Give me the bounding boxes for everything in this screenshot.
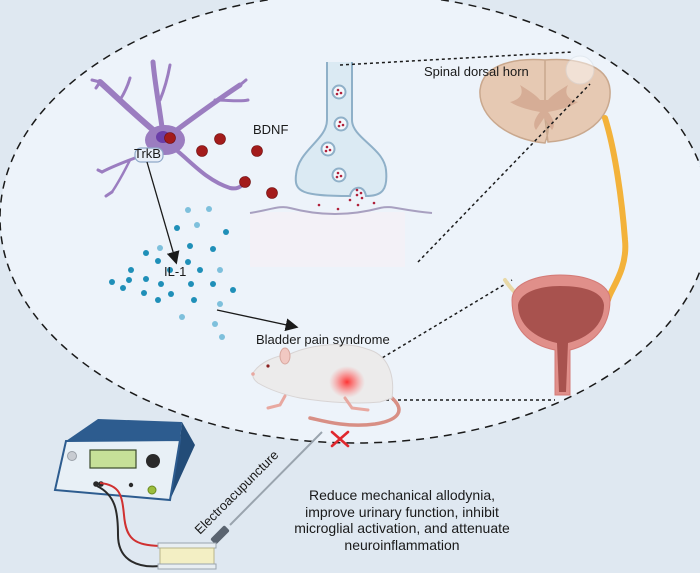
rat-nose: [251, 372, 255, 376]
vesicle: [320, 141, 336, 157]
rat-hindleg: [343, 396, 370, 412]
outcome-text: Reduce mechanical allodynia, improve uri…: [262, 487, 542, 553]
inhibition-x-icon: [330, 430, 350, 448]
red-lead-wire: [99, 482, 161, 547]
device-side: [170, 422, 195, 500]
il1-dot: [167, 267, 173, 273]
pelvic-nerve: [602, 115, 629, 303]
rat-eye: [266, 364, 270, 368]
neurotransmitters: [317, 88, 376, 211]
acupuncture-needle: [229, 431, 323, 526]
small-indicator: [128, 482, 134, 488]
device-front: [53, 438, 182, 502]
il1-dot: [109, 279, 115, 285]
vesicle: [331, 84, 347, 100]
il1-dot: [168, 291, 174, 297]
il1-dot: [194, 222, 200, 228]
il1-dot: [174, 225, 180, 231]
il1-particles: [109, 206, 236, 340]
dial-knob: [146, 454, 160, 468]
il1-dot: [219, 334, 225, 340]
bladder-lumen: [518, 286, 604, 392]
needle-handle: [210, 525, 230, 545]
il1-dot: [187, 243, 193, 249]
spinal-cord: [479, 55, 611, 144]
il1-dot: [212, 321, 218, 327]
bdnf-dot: [266, 187, 278, 199]
il1-dot: [155, 258, 161, 264]
trkb-receptor: [134, 147, 164, 163]
electroacupuncture-stimulator: [53, 419, 195, 502]
grey-matter: [510, 85, 578, 130]
vesicles: [320, 84, 349, 183]
il1-dot: [210, 281, 216, 287]
il1-dot: [126, 277, 132, 283]
il1-dot: [143, 250, 149, 256]
il1-dot: [120, 285, 126, 291]
rat-tail: [308, 396, 401, 427]
trkb-label: TrkB: [134, 146, 161, 161]
power-indicator: [67, 451, 77, 461]
device-top: [66, 419, 182, 441]
arrow-trkb-to-il1: [146, 161, 180, 265]
il1-dot: [230, 287, 236, 293]
il1-dot: [210, 246, 216, 252]
rat: [251, 343, 401, 427]
rat-ear: [279, 347, 291, 365]
vesicle: [331, 167, 347, 183]
dorsal-horn-highlight: [565, 55, 595, 85]
il1-dot: [158, 281, 164, 287]
bdnf-label: BDNF: [253, 122, 288, 137]
il1-dot: [143, 276, 149, 282]
bdnf-particles: [164, 132, 278, 199]
bdnf-dot: [164, 132, 176, 144]
microglia-cell: [90, 59, 250, 198]
spinal-dorsal-horn-label: Spinal dorsal horn: [424, 64, 529, 79]
rat-foreleg: [266, 394, 287, 410]
black-lead-wire: [96, 485, 161, 568]
il1-dot: [217, 267, 223, 273]
il1-dot: [155, 297, 161, 303]
il1-dot: [217, 301, 223, 307]
bdnf-dot: [251, 145, 263, 157]
il1-dot: [185, 259, 191, 265]
il1-dot: [185, 207, 191, 213]
bdnf-dot: [196, 145, 208, 157]
il1-dot: [223, 229, 229, 235]
il1-label: IL-1: [164, 264, 186, 279]
vesicle: [333, 116, 349, 132]
il1-dot: [206, 206, 212, 212]
postsynaptic-region: [250, 212, 405, 267]
postsynaptic-membrane: [249, 206, 433, 215]
bdnf-dot: [239, 176, 251, 188]
il1-dot: [141, 290, 147, 296]
il1-dot: [191, 297, 197, 303]
il1-dot: [197, 267, 203, 273]
outcome-line: microglial activation, and attenuate: [294, 520, 510, 536]
device-display: [89, 449, 137, 469]
il1-dot: [157, 245, 163, 251]
bladder: [511, 274, 611, 396]
il1-dot: [179, 314, 185, 320]
il1-dot: [188, 281, 194, 287]
outcome-line: neuroinflammation: [344, 536, 460, 553]
status-led: [147, 485, 157, 495]
synapse: [249, 62, 433, 267]
outcome-line: Reduce mechanical allodynia,: [309, 487, 495, 503]
arrow-il1-to-bps: [216, 309, 299, 332]
outcome-line: improve urinary function, inhibit: [305, 503, 499, 520]
pain-glow: [329, 366, 365, 398]
bdnf-dot: [214, 133, 226, 145]
electrode-clip: [157, 542, 217, 570]
bladder-pain-syndrome-label: Bladder pain syndrome: [256, 332, 390, 347]
il1-dot: [128, 267, 134, 273]
